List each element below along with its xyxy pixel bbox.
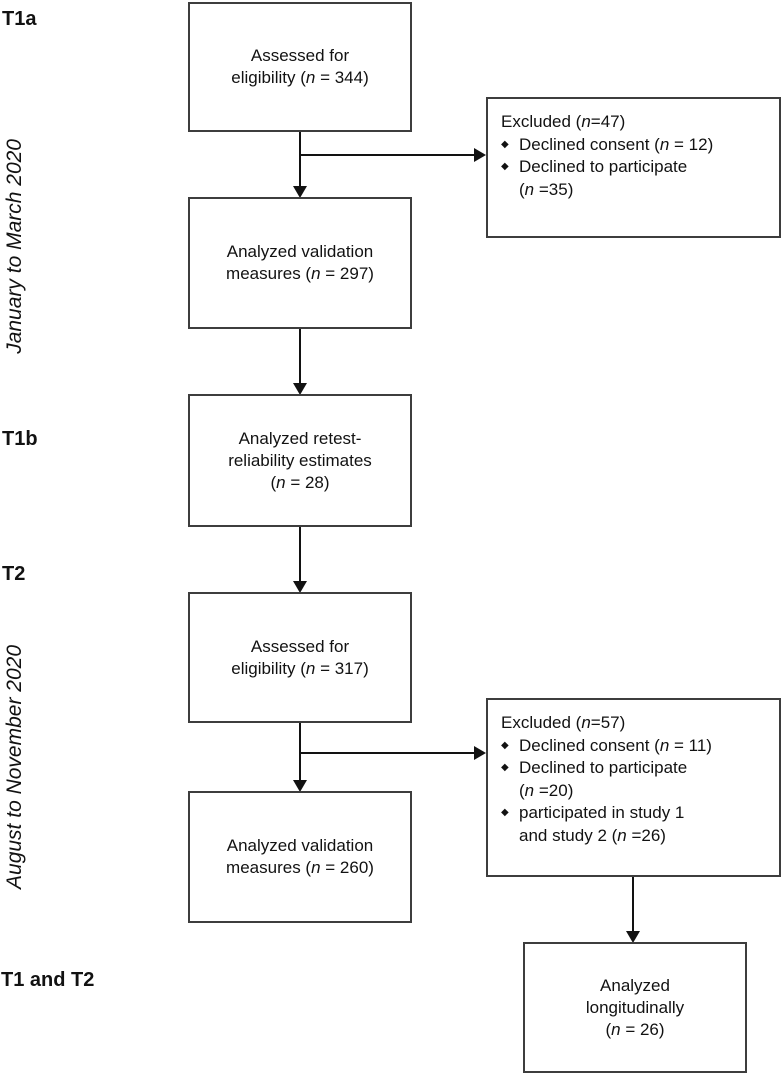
stage-label-t1b: T1b [2, 428, 38, 450]
excluded-item-line: Declined to participate [519, 157, 688, 176]
box-text-line: Analyzed retest- [238, 428, 362, 448]
arrowhead-down-to-assessed-t2 [293, 581, 307, 593]
box-analyzed-longitudinally: Analyzed longitudinally (n = 26) [523, 942, 747, 1073]
excluded-item-line: Declined consent (n = 12) [519, 134, 714, 154]
box-text-line: measures (n = 297) [226, 264, 374, 283]
box-text-line: reliability estimates [228, 450, 372, 470]
connector-branch-excluded-t1 [300, 154, 476, 156]
diamond-bullet-icon: ◆ [501, 762, 509, 773]
connector-excluded-t2-down [632, 877, 634, 931]
excluded-item-line: participated in study 1 [519, 803, 685, 822]
excluded-item-line: (n =20) [519, 780, 574, 800]
connector-assessed-t2-down [299, 723, 301, 780]
excluded-title: Excluded (n=47) [501, 112, 626, 131]
arrowhead-down-to-retest [293, 383, 307, 395]
connector-assessed-t1-down [299, 132, 301, 186]
excluded-item-line: (n =35) [519, 179, 574, 199]
excluded-item-line: Declined to participate [519, 758, 688, 777]
box-text-line: eligibility (n = 344) [231, 68, 369, 87]
box-text-line: eligibility (n = 317) [231, 658, 369, 678]
box-assessed-eligibility-t1: Assessed for eligibility (n = 344) [188, 2, 412, 132]
excluded-item: ◆ Declined to participate (n =20) [501, 757, 771, 802]
arrowhead-right-to-excluded-t2 [474, 746, 486, 760]
arrowhead-down-to-longitudinal [626, 931, 640, 943]
box-retest-reliability-t1b: Analyzed retest- reliability estimates (… [188, 394, 412, 527]
excluded-item-line: Declined consent (n = 11) [519, 735, 712, 755]
box-text-line: longitudinally [585, 997, 685, 1017]
box-excluded-t1: Excluded (n=47) ◆ Declined consent (n = … [486, 97, 781, 238]
box-assessed-eligibility-t2: Assessed for eligibility (n = 317) [188, 592, 412, 723]
box-text-line: (n = 26) [605, 1019, 665, 1039]
excluded-item: ◆ Declined to participate (n =35) [501, 156, 771, 201]
excluded-title: Excluded (n=57) [501, 713, 626, 732]
diamond-bullet-icon: ◆ [501, 161, 509, 172]
arrowhead-down-to-analyzed-validation-t2 [293, 780, 307, 792]
box-analyzed-validation-t1: Analyzed validation measures (n = 297) [188, 197, 412, 329]
box-text-line: measures (n = 260) [226, 858, 374, 877]
box-text-line: Analyzed validation [226, 242, 374, 261]
box-excluded-t2: Excluded (n=57) ◆ Declined consent (n = … [486, 698, 781, 877]
arrowhead-down-to-analyzed-validation-t1 [293, 186, 307, 198]
excluded-item: ◆ Declined consent (n = 11) [501, 735, 771, 758]
box-text-line: Assessed for [250, 46, 350, 65]
excluded-item: ◆ Declined consent (n = 12) [501, 134, 771, 157]
arrowhead-right-to-excluded-t1 [474, 148, 486, 162]
box-text-line: Analyzed [600, 975, 670, 995]
connector-retest-down [299, 527, 301, 581]
diamond-bullet-icon: ◆ [501, 807, 509, 818]
diamond-bullet-icon: ◆ [501, 739, 509, 751]
box-text-line: Assessed for [250, 636, 350, 656]
stage-label-t1a: T1a [2, 8, 37, 30]
box-text-line: (n = 28) [270, 472, 330, 492]
time-label-january-to-march-2020: January to March 2020 [0, 128, 30, 364]
connector-validation-t1-down [299, 329, 301, 383]
diamond-bullet-icon: ◆ [501, 138, 509, 150]
excluded-item: ◆ participated in study 1 and study 2 (n… [501, 802, 771, 847]
time-label-text: August to November 2020 [3, 645, 26, 889]
box-text-line: Analyzed validation [226, 836, 374, 855]
time-label-text: January to March 2020 [3, 138, 26, 354]
excluded-item-line: and study 2 (n =26) [519, 825, 666, 845]
stage-label-t2: T2 [2, 563, 26, 585]
time-label-august-to-november-2020: August to November 2020 [0, 626, 30, 908]
connector-branch-excluded-t2 [300, 752, 476, 754]
box-analyzed-validation-t2: Analyzed validation measures (n = 260) [188, 791, 412, 923]
stage-label-t1-and-t2: T1 and T2 [1, 969, 95, 991]
